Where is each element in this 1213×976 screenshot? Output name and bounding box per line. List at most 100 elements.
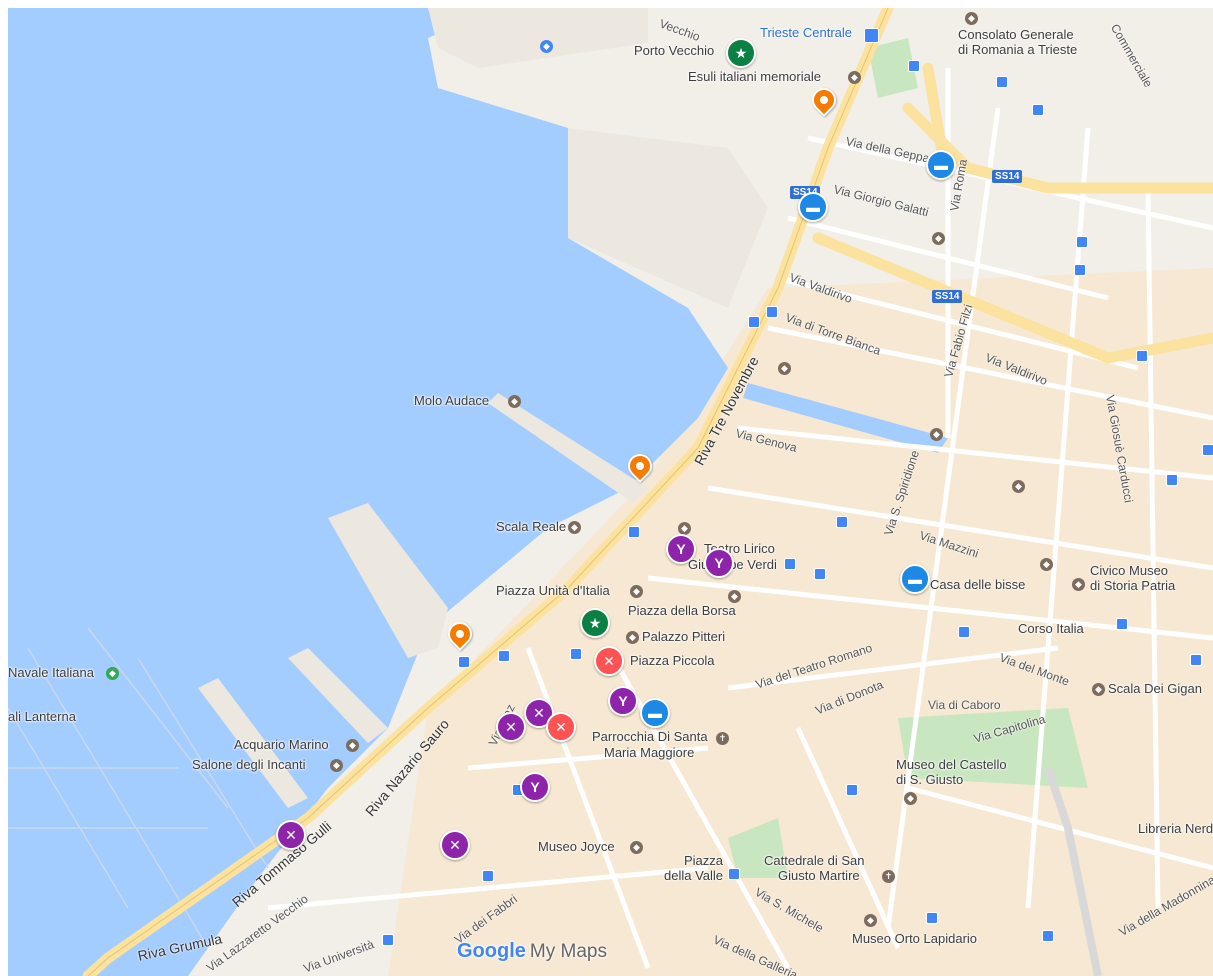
bus-stop-icon (926, 912, 938, 924)
landmark-icon: ◆ (930, 428, 943, 441)
label-trieste-centrale[interactable]: Trieste Centrale (760, 25, 852, 40)
landmark-icon: ◆ (778, 362, 791, 375)
map-canvas[interactable]: Riva Tre Novembre Riva Nazario Sauro Riv… (8, 8, 1213, 976)
label-palazzo-pitteri[interactable]: Palazzo Pitteri (642, 629, 726, 644)
bus-stop-icon (1116, 618, 1128, 630)
pin-bar-south[interactable]: Y (520, 772, 550, 802)
pin-bar-santa-maria[interactable]: Y (608, 686, 638, 716)
landmark-icon: ◆ (1040, 558, 1053, 571)
label-piazza-unita[interactable]: Piazza Unità d'Italia (496, 583, 610, 598)
label-scala-giganti[interactable]: Scala Dei Gigan (1108, 681, 1202, 696)
bus-stop-icon (1136, 350, 1148, 362)
landmark-icon: ◆ (568, 521, 581, 534)
embassy-icon: ◆ (965, 12, 978, 25)
map-base (8, 8, 1213, 976)
label-museo-castello-2[interactable]: di S. Giusto (896, 772, 964, 787)
bus-stop-icon (458, 656, 470, 668)
pin-attraction-piazza-unita[interactable]: ★ (580, 608, 610, 638)
pin-hotel-santa-maria[interactable]: ▬ (640, 698, 670, 728)
bus-stop-icon (482, 870, 494, 882)
route-shield-ss14: SS14 (992, 170, 1023, 183)
landmark-icon: ◆ (630, 585, 643, 598)
pin-restaurant-south[interactable]: ✕ (440, 830, 470, 860)
aquarium-icon: ◆ (346, 739, 359, 752)
bus-stop-icon (766, 306, 778, 318)
pin-restaurant-piazza-piccola[interactable]: ✕ (594, 646, 624, 676)
label-parrocchia-2[interactable]: Maria Maggiore (604, 745, 695, 760)
my-maps-text: My Maps (529, 941, 607, 962)
landmark-icon: ◆ (508, 395, 521, 408)
pin-hotel-galatti[interactable]: ▬ (798, 192, 828, 222)
bus-stop-icon (382, 934, 394, 946)
label-civico-museo-2[interactable]: di Storia Patria (1090, 578, 1176, 593)
label-salone-incanti[interactable]: Salone degli Incanti (192, 757, 306, 772)
church-icon: ✝ (716, 732, 729, 745)
museum-icon: ◆ (106, 667, 119, 680)
label-parrocchia-1[interactable]: Parrocchia Di Santa (592, 729, 708, 744)
landmark-icon: ◆ (1012, 480, 1025, 493)
train-station-icon (864, 28, 879, 43)
landmark-icon: ◆ (932, 232, 945, 245)
label-museo-joyce[interactable]: Museo Joyce (538, 839, 615, 854)
label-molo-audace[interactable]: Molo Audace (414, 393, 490, 408)
label-civico-museo-1[interactable]: Civico Museo (1090, 563, 1169, 578)
bus-stop-icon (1074, 264, 1086, 276)
label-cattedrale-2[interactable]: Giusto Martire (778, 868, 860, 883)
museum-icon: ◆ (330, 759, 343, 772)
museum-icon: ◆ (864, 914, 877, 927)
pin-restaurant-diaz-1[interactable]: ✕ (496, 712, 526, 742)
label-piazza-piccola[interactable]: Piazza Piccola (630, 653, 715, 668)
bus-stop-icon (784, 558, 796, 570)
museum-icon: ◆ (1072, 578, 1085, 591)
pin-hotel-spiridione[interactable]: ▬ (900, 564, 930, 594)
label-piazza-valle-2[interactable]: della Valle (664, 868, 724, 883)
monument-icon: ◆ (848, 71, 861, 84)
pin-restaurant-riva[interactable]: ✕ (276, 820, 306, 850)
label-piazza-borsa[interactable]: Piazza della Borsa (628, 603, 736, 618)
label-scala-reale[interactable]: Scala Reale (496, 519, 567, 534)
label-corso-italia[interactable]: Corso Italia (1018, 621, 1084, 636)
pin-bar-verdi[interactable]: Y (704, 548, 734, 578)
bus-stop-icon (1032, 104, 1044, 116)
label-consolato-2[interactable]: di Romania a Trieste (958, 42, 1078, 57)
label-esuli-memoriale[interactable]: Esuli italiani memoriale (688, 69, 821, 84)
pin-attraction-porto-vecchio[interactable]: ★ (726, 38, 756, 68)
bus-stop-icon (728, 868, 740, 880)
bus-stop-icon (836, 516, 848, 528)
bus-stop-icon (1202, 444, 1213, 456)
label-lanterna[interactable]: ali Lanterna (8, 709, 76, 724)
bus-stop-icon (958, 626, 970, 638)
bus-stop-icon (570, 648, 582, 660)
bus-stop-icon (1042, 930, 1054, 942)
label-piazza-valle-1[interactable]: Piazza (684, 853, 724, 868)
label-porto-vecchio[interactable]: Porto Vecchio (634, 43, 715, 58)
label-consolato-1[interactable]: Consolato Generale (958, 27, 1074, 42)
label-libreria-nerd[interactable]: Libreria Nerd (1138, 821, 1213, 836)
google-logo-text: Google (457, 940, 526, 962)
museum-icon: ◆ (904, 792, 917, 805)
museum-icon: ◆ (630, 841, 643, 854)
bus-stop-icon (1190, 654, 1202, 666)
label-cattedrale-1[interactable]: Cattedrale di San (764, 853, 865, 868)
bus-stop-icon (748, 316, 760, 328)
street-via-caboro: Via di Caboro (928, 698, 1001, 712)
pin-hotel-via-geppa[interactable]: ▬ (926, 150, 956, 180)
bus-stop-icon (814, 568, 826, 580)
label-navale-italiana[interactable]: Navale Italiana (8, 665, 94, 680)
bus-stop-icon (498, 650, 510, 662)
ferry-icon: ◆ (540, 40, 553, 53)
bus-stop-icon (1076, 236, 1088, 248)
pin-bar-teatro[interactable]: Y (666, 534, 696, 564)
church-icon: ✝ (882, 870, 895, 883)
bus-stop-icon (996, 76, 1008, 88)
label-acquario-marino[interactable]: Acquario Marino (234, 737, 329, 752)
pin-restaurant-diaz-red[interactable]: ✕ (546, 712, 576, 742)
bus-stop-icon (1166, 474, 1178, 486)
bus-stop-icon (908, 60, 920, 72)
bus-stop-icon (628, 526, 640, 538)
label-museo-castello-1[interactable]: Museo del Castello (896, 757, 1007, 772)
label-museo-orto[interactable]: Museo Orto Lapidario (852, 931, 978, 946)
landmark-icon: ◆ (678, 522, 691, 535)
label-casa-bisse[interactable]: Casa delle bisse (930, 577, 1026, 592)
landmark-icon: ◆ (626, 631, 639, 644)
